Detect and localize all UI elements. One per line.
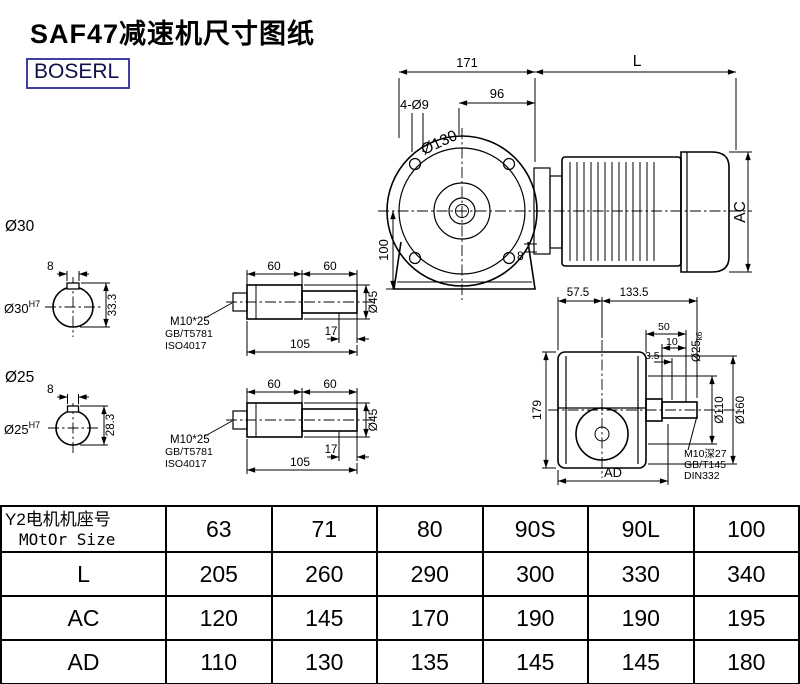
bore-25-label: Ø25H7	[4, 420, 40, 437]
bore-30-title: Ø30	[5, 218, 35, 235]
dim-10: 10	[666, 336, 678, 348]
flange-hole-icon	[408, 251, 422, 265]
std-iso4017: ISO4017	[165, 340, 207, 352]
size-cell: 71	[270, 505, 378, 553]
dim-100: 100	[376, 239, 391, 261]
value-cell: 340	[692, 551, 800, 597]
dim-17: 17	[325, 444, 338, 456]
bore-25-title: Ø25	[5, 369, 34, 386]
dim-17: 17	[325, 326, 338, 338]
row-label: AC	[0, 595, 167, 641]
dim-L: L	[633, 53, 642, 70]
keyway-icon	[66, 405, 80, 413]
dim-57-5: 57.5	[567, 287, 589, 299]
size-cell: 80	[376, 505, 484, 553]
std-iso4017: ISO4017	[165, 458, 207, 470]
dim-d45: Ø45	[366, 408, 380, 431]
dim-d45: Ø45	[366, 290, 380, 313]
value-cell: 330	[587, 551, 695, 597]
std-gb5781: GB/T5781	[165, 328, 213, 340]
key-width-30: 8	[47, 259, 54, 273]
dim-96: 96	[490, 86, 504, 101]
value-cell: 110	[165, 639, 273, 684]
value-cell: 130	[270, 639, 378, 684]
row-label: L	[0, 551, 167, 597]
dim-AC: AC	[732, 201, 749, 223]
dim-60-right: 60	[323, 377, 337, 391]
value-cell: 145	[481, 639, 589, 684]
table-header-cell: Y2电机机座号 MOtOr Size	[0, 505, 167, 553]
shaft-detail-bottom: 60 60 17 105 Ø45 M10*25 GB/T5781 ISO4017	[165, 377, 380, 474]
value-cell: 170	[376, 595, 484, 641]
table-row-header: Y2电机机座号 MOtOr Size 63 71 80 90S 90L 100	[0, 505, 800, 553]
size-cell: 90L	[587, 505, 695, 553]
dim-60-left: 60	[267, 259, 281, 273]
dim-8-gap: 8	[517, 249, 524, 263]
front-view: 171 L 96 4-Ø9 Ø130 100 AC 8	[376, 53, 752, 300]
shaft-detail-top: 60 60 17 105 Ø45 M10*25 GB/T5781 ISO4017	[165, 259, 380, 356]
dim-d160: Ø160	[735, 396, 747, 424]
size-cell: 90S	[481, 505, 589, 553]
value-cell: 190	[481, 595, 589, 641]
std-gb5781: GB/T5781	[165, 446, 213, 458]
key-width-25: 8	[47, 382, 54, 396]
holes-label: 4-Ø9	[400, 97, 429, 112]
table-header-cn: Y2电机机座号	[5, 509, 111, 529]
flange-hole-icon	[408, 157, 422, 171]
dim-105: 105	[290, 337, 310, 351]
table-row-AC: AC 120 145 170 190 190 195	[0, 595, 800, 641]
dim-AD: AD	[604, 465, 622, 480]
bore-section-30: Ø30 8 33.3 Ø30H7	[4, 218, 119, 337]
value-cell: 195	[692, 595, 800, 641]
flange-hole-icon	[502, 157, 516, 171]
bore-section-25: Ø25 8 28.3 Ø25H7	[4, 369, 117, 453]
key-depth-25: 28.3	[105, 414, 117, 436]
dimension-table: Y2电机机座号 MOtOr Size 63 71 80 90S 90L 100 …	[0, 505, 800, 684]
table-row-L: L 205 260 290 300 330 340	[0, 551, 800, 597]
bolt-label: M10*25	[170, 316, 210, 328]
dim-50: 50	[658, 321, 670, 333]
table-header-en: MOtOr Size	[19, 529, 116, 549]
technical-drawing: 171 L 96 4-Ø9 Ø130 100 AC 8 Ø30 8	[4, 53, 752, 485]
value-cell: 135	[376, 639, 484, 684]
keyway-icon	[66, 282, 80, 290]
value-cell: 205	[165, 551, 273, 597]
value-cell: 145	[270, 595, 378, 641]
brand-logo: BOSERL	[26, 58, 131, 89]
value-cell: 145	[587, 639, 695, 684]
value-cell: 300	[481, 551, 589, 597]
dim-60-right: 60	[323, 259, 337, 273]
value-cell: 190	[587, 595, 695, 641]
dim-d110: Ø110	[714, 396, 726, 423]
dim-179: 179	[530, 400, 544, 420]
table-row-AD: AD 110 130 135 145 145 180	[0, 639, 800, 684]
bore-30-label: Ø30H7	[4, 299, 40, 316]
dim-171: 171	[456, 55, 478, 70]
flange-diameter-label: Ø130	[419, 127, 461, 159]
bolt-label: M10*25	[170, 434, 210, 446]
dim-133-5: 133.5	[620, 287, 649, 299]
value-cell: 120	[165, 595, 273, 641]
tap-std-gb: GB/T145	[684, 459, 726, 471]
size-cell: 63	[165, 505, 273, 553]
dim-60-left: 60	[267, 377, 281, 391]
value-cell: 260	[270, 551, 378, 597]
tap-label: M10深27	[684, 448, 727, 460]
page-title: SAF47减速机尺寸图纸	[30, 19, 316, 49]
flange-hole-icon	[502, 251, 516, 265]
dim-shaft-d25: Ø25k6	[691, 331, 704, 362]
side-view: 57.5 133.5 50 10 3.5 Ø25k6 Ø110 Ø160 179…	[530, 287, 747, 485]
size-cell: 100	[692, 505, 800, 553]
value-cell: 180	[692, 639, 800, 684]
tap-std-din: DIN332	[684, 470, 720, 482]
key-depth-30: 33.3	[107, 294, 119, 316]
row-label: AD	[0, 639, 167, 684]
dim-105: 105	[290, 455, 310, 469]
value-cell: 290	[376, 551, 484, 597]
